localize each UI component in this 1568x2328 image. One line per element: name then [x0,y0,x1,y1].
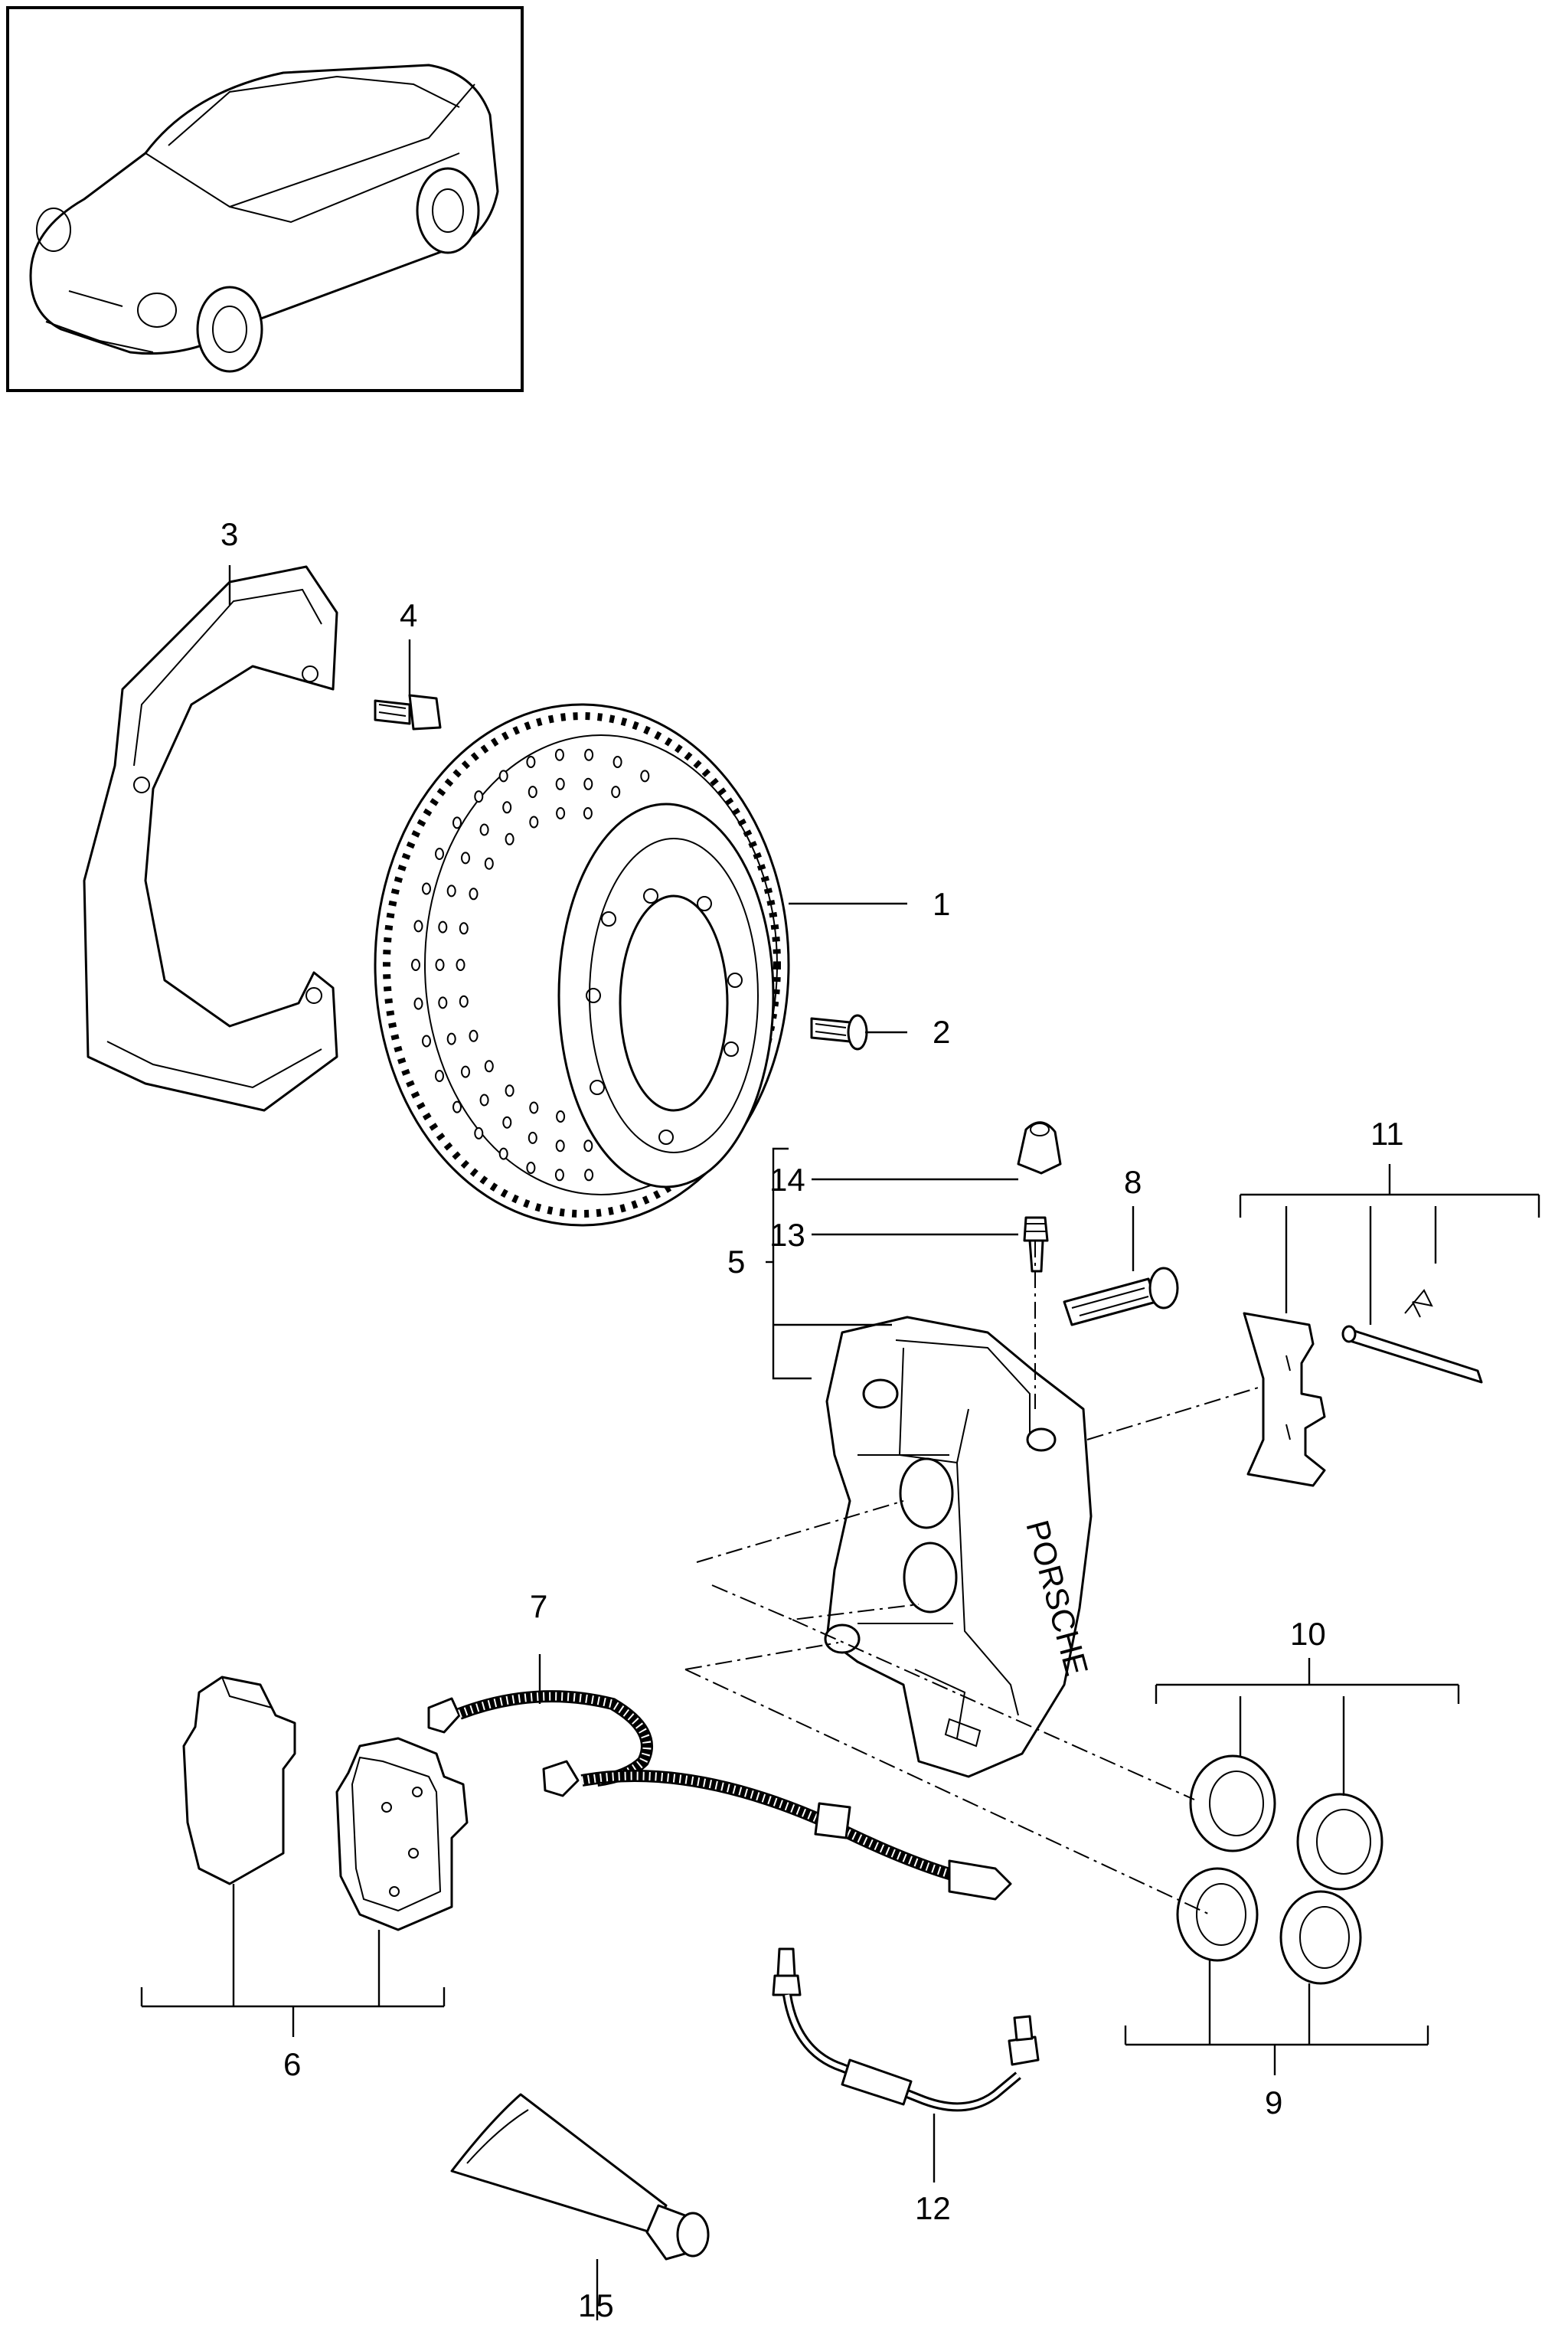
disc-hole [469,888,479,901]
disc-hole [435,1070,444,1082]
shield-bolt [374,694,442,731]
disc-hole [583,777,593,790]
wear-sensor [427,1690,1012,1901]
callout-15: 15 [578,2287,614,2323]
disc-hole [484,1060,494,1073]
piston-seal-kit [1176,1867,1362,1985]
disc-hole [422,1035,431,1048]
brake-shield [83,565,338,1112]
callout-8: 8 [1124,1164,1142,1200]
disc-hole [474,790,484,803]
disc-hole [459,995,469,1008]
disc-hole [446,884,456,898]
disc-hole [479,823,489,836]
disc-hole [555,777,565,790]
disc-hole [461,1065,470,1078]
callout-labels: 1 2 3 4 5 6 7 8 9 10 11 12 13 14 15 [220,516,1404,2323]
disc-hole [452,1100,462,1113]
disc-hole [422,882,431,895]
bleeder-valve [1023,1216,1049,1273]
disc-hole [498,1147,508,1160]
callout-14: 14 [769,1162,805,1198]
disc-hole [528,786,537,799]
callout-9: 9 [1265,2084,1282,2120]
disc-hole [435,848,444,860]
callout-1: 1 [933,886,950,922]
disc-hole [435,959,445,971]
callout-13: 13 [769,1217,805,1253]
assembly-lines [684,1241,1264,1915]
bleeder-cap [1017,1121,1062,1175]
callout-4: 4 [400,597,417,633]
callout-6: 6 [283,2046,301,2082]
disc-hole [526,1162,536,1174]
disc-hole [505,832,514,845]
callout-2: 2 [933,1014,950,1050]
brake-caliper: PORSCHE [824,1316,1095,1778]
disc-hole [583,1139,593,1153]
disc-hole [438,996,448,1009]
caliper-bolt [1063,1267,1179,1326]
disc-hole [528,1131,537,1144]
disc-hole [554,748,564,761]
disc-hole [498,770,508,783]
disc-hole [411,959,420,971]
disc-hole [469,1029,479,1042]
disc-hole [413,997,423,1010]
callout-10: 10 [1290,1616,1326,1652]
callout-7: 7 [530,1588,547,1624]
callout-5: 5 [727,1244,745,1280]
disc-hole [505,1084,514,1097]
leader-lines [140,565,1540,2320]
disc-hole [456,959,466,971]
callout-3: 3 [220,516,238,552]
disc-hole [413,920,423,933]
disc-hole [584,748,594,761]
car-illustration [29,64,499,373]
vehicle-thumbnail [6,6,524,392]
disc-hole [474,1126,484,1139]
disc-hole [611,786,621,799]
disc-hole [554,1169,564,1182]
disc-hole [502,1116,512,1129]
disc-hole [529,816,539,829]
disc-hole [484,857,494,870]
disc-hole [446,1032,456,1045]
pad-retainer-kit [1243,1289,1483,1487]
disc-hole [556,807,566,819]
disc-hole [556,1110,566,1123]
disc-hole [555,1139,565,1153]
disc-hole [526,756,536,768]
disc-hole [438,920,448,933]
disc-hole [459,922,469,935]
disc-screw [810,1014,868,1051]
disc-hole [502,801,512,814]
disc-hole [461,852,470,865]
callout-11: 11 [1370,1116,1404,1152]
grease-tube [450,2093,710,2261]
disc-hole [452,816,462,829]
brake-pads [182,1676,469,1931]
disc-drill-holes [411,748,650,1182]
disc-hole [612,756,622,768]
disc-hole [529,1101,539,1114]
disc-hole [583,807,593,819]
disc-hole [584,1169,594,1182]
brake-disc [374,703,790,1227]
piston-dust-boot-kit [1189,1754,1383,1891]
disc-hole [479,1094,489,1107]
disc-hole [640,770,650,783]
callout-12: 12 [915,2190,951,2226]
brake-hose [772,1947,1040,2112]
